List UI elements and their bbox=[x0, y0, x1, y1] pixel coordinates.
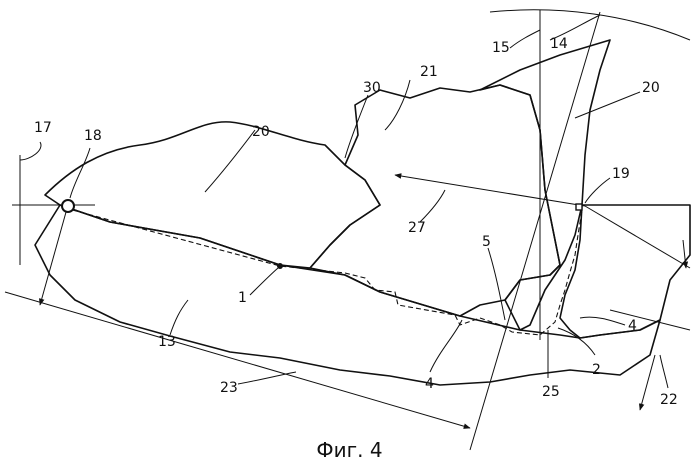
leader-15 bbox=[510, 30, 540, 48]
leader-18 bbox=[70, 148, 90, 198]
construction-line-lower-right bbox=[585, 206, 690, 268]
leader-21 bbox=[385, 80, 410, 130]
dimension-line-23 bbox=[5, 292, 470, 428]
ref-label-23: 23 bbox=[220, 380, 238, 396]
ref-label-14: 14 bbox=[550, 36, 568, 52]
leader-17 bbox=[20, 142, 41, 160]
leader-19 bbox=[585, 178, 610, 203]
ref-label-4-right: 4 bbox=[628, 318, 637, 334]
ref-label-13: 13 bbox=[158, 334, 176, 350]
ref-label-5: 5 bbox=[482, 234, 491, 250]
ref-label-25: 25 bbox=[542, 384, 560, 400]
ref-label-22: 22 bbox=[660, 392, 678, 408]
arc-line-14 bbox=[490, 10, 690, 40]
leader-13 bbox=[170, 300, 188, 335]
ref-label-15: 15 bbox=[492, 40, 510, 56]
ref-label-4-left: 4 bbox=[425, 376, 434, 392]
leader-2 bbox=[558, 328, 595, 355]
ref-label-19: 19 bbox=[612, 166, 630, 182]
leader-20-right bbox=[575, 92, 640, 118]
leader-4-right bbox=[580, 317, 625, 325]
axis-line-18 bbox=[40, 205, 68, 305]
point-18-marker bbox=[62, 200, 74, 212]
figure-caption: Фиг. 4 bbox=[0, 438, 699, 462]
part-13-lower-body bbox=[35, 205, 660, 385]
ref-label-20-right: 20 bbox=[642, 80, 660, 96]
ref-label-1: 1 bbox=[238, 290, 247, 306]
point-19-marker bbox=[576, 204, 582, 210]
part-21-middle bbox=[310, 85, 560, 316]
leader-4-left bbox=[430, 320, 462, 372]
leader-5 bbox=[488, 248, 505, 320]
ref-label-17: 17 bbox=[34, 120, 52, 136]
dimension-line-22 bbox=[610, 310, 690, 330]
ref-label-27: 27 bbox=[408, 220, 426, 236]
ref-label-2: 2 bbox=[592, 362, 601, 378]
construction-line-27 bbox=[395, 175, 585, 206]
leader-20-left bbox=[205, 130, 255, 192]
ref-label-18: 18 bbox=[84, 128, 102, 144]
ref-label-30: 30 bbox=[363, 80, 381, 96]
leader-27 bbox=[420, 190, 445, 222]
leader-23 bbox=[238, 372, 296, 384]
ref-label-21: 21 bbox=[420, 64, 438, 80]
leader-1 bbox=[250, 268, 278, 295]
leader-22 bbox=[660, 355, 668, 388]
ref-label-20-left: 20 bbox=[252, 124, 270, 140]
dimension-line-22-vertical bbox=[640, 355, 655, 410]
part-right-block bbox=[560, 205, 690, 338]
part-20-upper-right bbox=[480, 40, 610, 330]
